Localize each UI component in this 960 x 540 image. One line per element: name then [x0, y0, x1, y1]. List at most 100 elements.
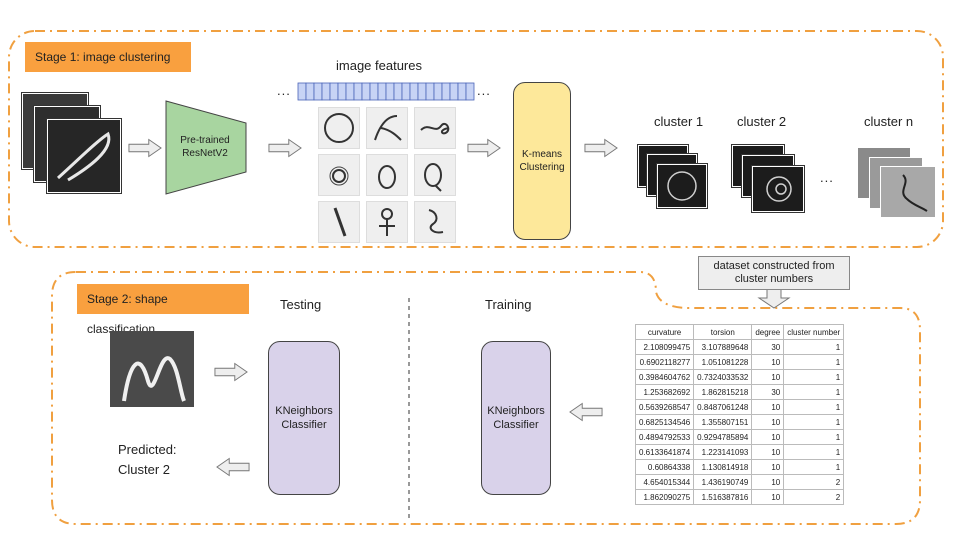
feature-cell	[321, 82, 331, 101]
table-cell: 1	[783, 444, 845, 460]
table-cell: 2	[783, 474, 845, 490]
table-cell: 10	[751, 399, 785, 415]
feature-cell	[409, 82, 419, 101]
table-cell: 1	[783, 369, 845, 385]
feature-cell	[329, 82, 339, 101]
feature-cell	[297, 82, 307, 101]
table-cell: 1.355807151	[693, 414, 753, 430]
feature-cell	[417, 82, 427, 101]
arrow-classifier-to-prediction	[216, 458, 250, 476]
cluster-2-image-front	[752, 166, 804, 212]
feature-cell	[441, 82, 451, 101]
feature-cell	[433, 82, 443, 101]
table-cell: 0.3984604762	[634, 369, 695, 385]
table-cell: 0.6902118277	[634, 354, 695, 370]
thumbnail-knot	[414, 107, 456, 149]
feature-cell	[353, 82, 363, 101]
feature-vector	[297, 82, 475, 101]
table-cell: 0.4894792533	[634, 429, 695, 445]
table-cell: 1	[783, 354, 845, 370]
feature-cell	[465, 82, 475, 101]
table-header-cell: degree	[751, 324, 785, 340]
table-cell: 1	[783, 384, 845, 400]
testing-label: Testing	[280, 297, 322, 312]
cluster-ellipsis: ...	[820, 170, 834, 185]
dataset-callout: dataset constructed from cluster numbers	[698, 256, 850, 290]
feature-cell	[313, 82, 323, 101]
table-cell: 10	[751, 369, 785, 385]
thumbnail-hook	[414, 201, 456, 243]
table-cell: 0.5639268547	[634, 399, 695, 415]
feature-cell	[457, 82, 467, 101]
stage2-frame	[51, 271, 921, 525]
table-cell: 10	[751, 354, 785, 370]
feature-cell	[305, 82, 315, 101]
table-cell: 0.6825134546	[634, 414, 695, 430]
table-cell: 10	[751, 474, 785, 490]
feature-cell	[369, 82, 379, 101]
arrow-kmeans-to-clusters	[584, 139, 618, 157]
feature-cell	[377, 82, 387, 101]
table-cell: 1.862815218	[693, 384, 753, 400]
table-header-cell: curvature	[634, 324, 695, 340]
feature-cell	[345, 82, 355, 101]
table-cell: 1.516387816	[693, 489, 753, 505]
table-header-cell: cluster number	[783, 324, 845, 340]
table-cell: 0.8487061248	[693, 399, 753, 415]
training-label: Training	[485, 297, 532, 312]
knn-classifier-testing: KNeighbors Classifier	[268, 341, 340, 495]
table-cell: 30	[751, 384, 785, 400]
callout-arrow	[757, 288, 791, 309]
table-cell: 10	[751, 444, 785, 460]
input-image-front	[47, 119, 121, 193]
feature-cell	[401, 82, 411, 101]
arrow-features-to-kmeans	[467, 139, 501, 157]
table-cell: 1.223141093	[693, 444, 753, 460]
thumbnail-twist	[366, 107, 408, 149]
feature-cell	[425, 82, 435, 101]
thumbnail-coil	[318, 154, 360, 196]
feature-cell	[385, 82, 395, 101]
thumbnail-hoop	[414, 154, 456, 196]
cluster-2-label: cluster 2	[737, 114, 787, 129]
table-cell: 4.654015344	[634, 474, 695, 490]
table-cell: 1.051081228	[693, 354, 753, 370]
feature-cell	[393, 82, 403, 101]
table-cell: 1	[783, 414, 845, 430]
table-cell: 10	[751, 489, 785, 505]
cluster-n-label: cluster n	[864, 114, 914, 129]
feature-ellipsis-left: ...	[277, 83, 291, 98]
table-cell: 10	[751, 459, 785, 475]
table-cell: 1.436190749	[693, 474, 753, 490]
feature-ellipsis-right: ...	[477, 83, 491, 98]
thumbnail-circle	[318, 107, 360, 149]
resnet-block	[165, 100, 247, 195]
thumbnail-stick	[318, 201, 360, 243]
thumbnail-ring	[366, 154, 408, 196]
table-cell: 1.253682692	[634, 384, 695, 400]
predicted-label: Predicted: Cluster 2	[118, 442, 177, 477]
feature-cell	[361, 82, 371, 101]
table-cell: 10	[751, 414, 785, 430]
table-cell: 0.6133641874	[634, 444, 695, 460]
table-cell: 1	[783, 399, 845, 415]
table-cell: 2	[783, 489, 845, 505]
image-features-label: image features	[336, 58, 422, 73]
cluster-n-image-front	[880, 166, 936, 218]
stage2-label: Stage 2: shape classification	[77, 284, 249, 336]
table-cell: 1	[783, 459, 845, 475]
table-cell: 10	[751, 429, 785, 445]
stage1-frame	[8, 30, 944, 248]
thumbnail-figure	[366, 201, 408, 243]
